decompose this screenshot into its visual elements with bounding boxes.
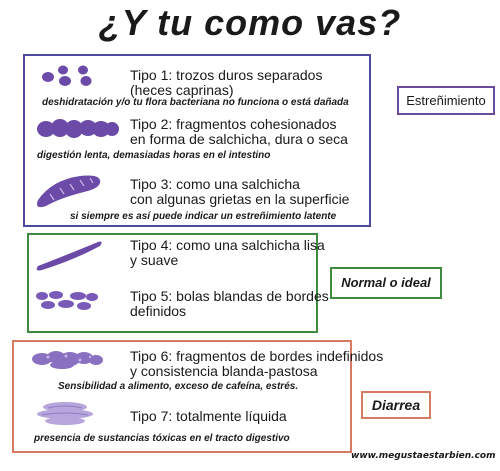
type4-description: Tipo 4: como una salchicha lisa y suave xyxy=(130,237,325,268)
type2-stool-image xyxy=(37,119,119,138)
type1-stool-image xyxy=(42,65,92,86)
footer-url: www.megustaestarbien.com xyxy=(351,451,496,461)
normal-group-box xyxy=(27,233,318,333)
diarrhea-label: Diarrea xyxy=(361,391,431,419)
type6-stool-image xyxy=(32,351,103,369)
type2-description: Tipo 2: fragmentos cohesionados en forma… xyxy=(130,116,348,147)
type7-stool-image xyxy=(37,402,93,425)
type4-stool-image xyxy=(36,241,102,271)
type3-note: si siempre es así puede indicar un estre… xyxy=(70,211,337,222)
type3-stool-image xyxy=(37,175,101,208)
type6-description: Tipo 6: fragmentos de bordes indefinidos… xyxy=(130,348,384,379)
type2-note: digestión lenta, demasiadas horas en el … xyxy=(37,150,271,161)
type1-note: deshidratación y/o tu flora bacteriana n… xyxy=(42,97,349,108)
type5-description: Tipo 5: bolas blandas de bordes definido… xyxy=(130,288,329,319)
type7-description: Tipo 7: totalmente líquida xyxy=(130,408,287,424)
diarrhea-group-box xyxy=(12,340,352,453)
type1-description: Tipo 1: trozos duros separados (heces ca… xyxy=(130,67,323,98)
type6-note: Sensibilidad a alimento, exceso de cafeí… xyxy=(58,381,299,392)
type7-note: presencia de sustancias tóxicas en el tr… xyxy=(34,433,290,444)
constipation-group-box xyxy=(23,54,371,227)
constipation-label: Estreñimiento xyxy=(397,86,495,115)
page-title: ¿Y tu como vas? xyxy=(98,2,402,43)
normal-label: Normal o ideal xyxy=(330,267,442,299)
type5-stool-image xyxy=(36,291,98,310)
type3-description: Tipo 3: como una salchicha con algunas g… xyxy=(130,176,350,207)
